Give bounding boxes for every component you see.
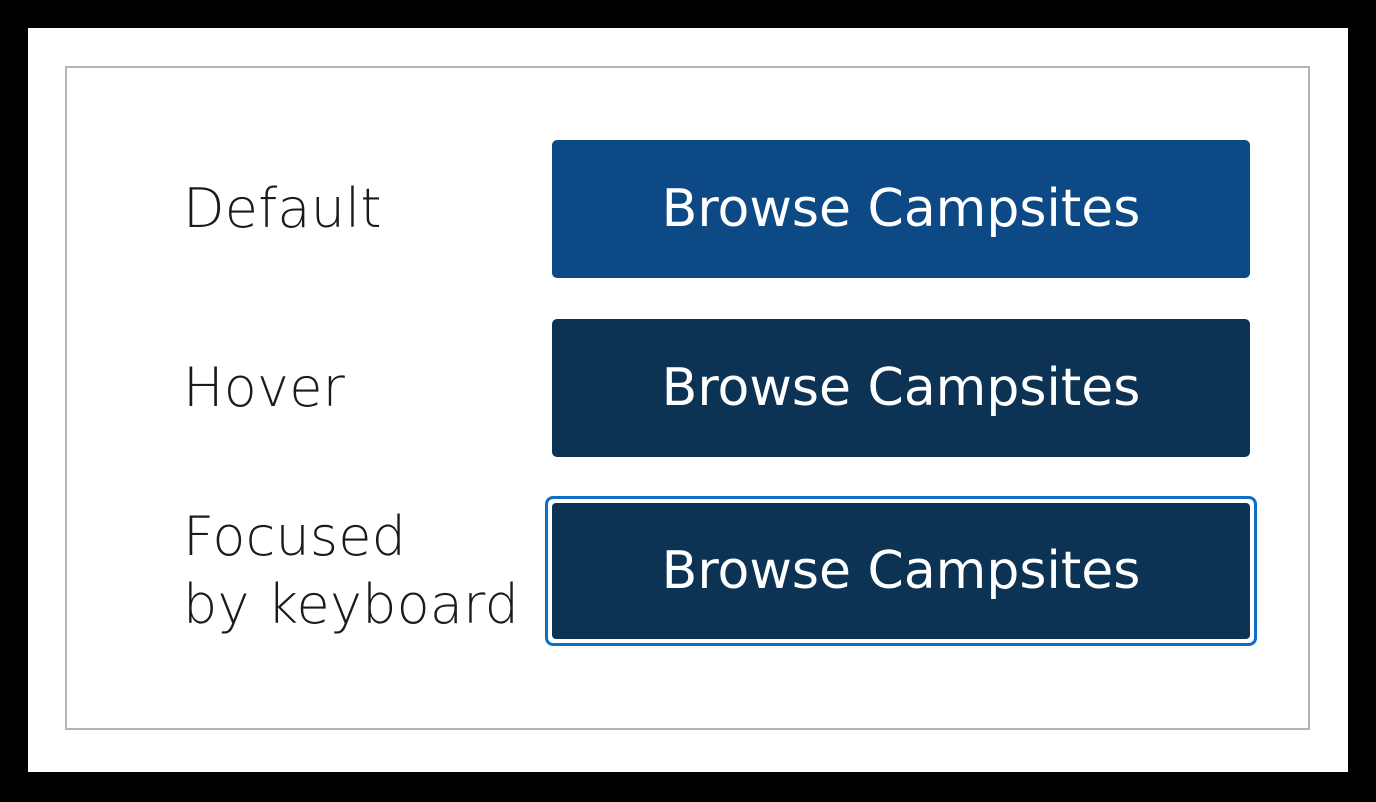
state-label-hover: Hover: [183, 356, 346, 419]
page-frame: Default Browse Campsites Hover Browse Ca…: [28, 28, 1348, 772]
button-state-list: Default Browse Campsites Hover Browse Ca…: [67, 68, 1308, 728]
state-row-hover: Hover Browse Campsites: [67, 319, 1308, 457]
state-label-default: Default: [183, 177, 382, 240]
browse-campsites-button-default[interactable]: Browse Campsites: [552, 140, 1250, 278]
state-label-focused: Focused by keyboard: [183, 505, 520, 636]
browse-campsites-button-focused[interactable]: Browse Campsites: [552, 503, 1250, 639]
state-row-default: Default Browse Campsites: [67, 140, 1308, 278]
states-card: Default Browse Campsites Hover Browse Ca…: [65, 66, 1310, 730]
state-row-focused: Focused by keyboard Browse Campsites: [67, 496, 1308, 646]
focus-ring: Browse Campsites: [545, 496, 1257, 646]
browse-campsites-button-hover[interactable]: Browse Campsites: [552, 319, 1250, 457]
